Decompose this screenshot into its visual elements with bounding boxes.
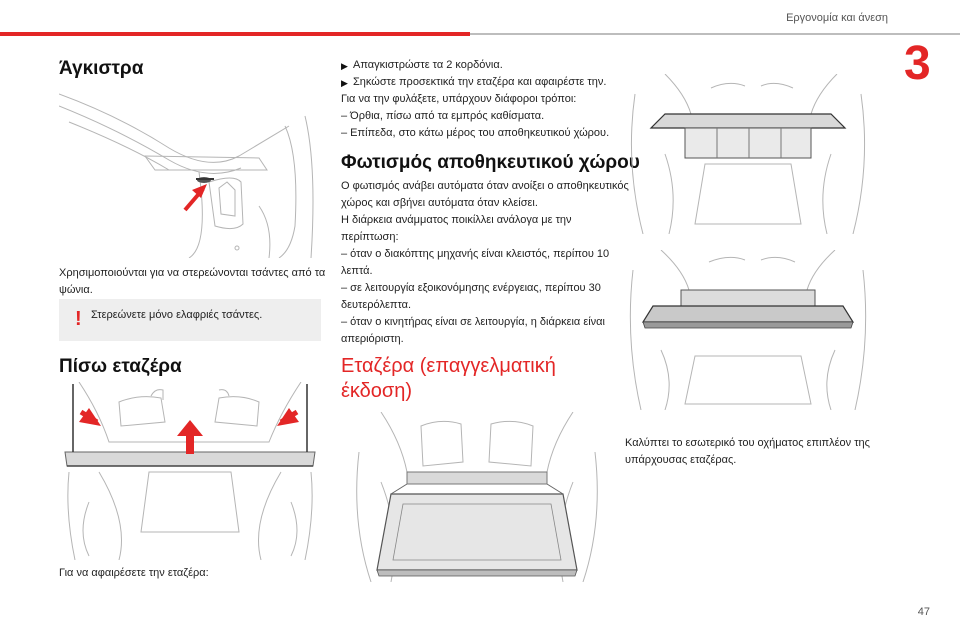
step-1: ▶ Απαγκιστρώστε τα 2 κορδόνια. [341,57,503,75]
header-rule [470,33,960,35]
pro-shelf-heading: Εταζέρα (επαγγελματική έκδοση) [341,354,556,404]
storage-option-2: – Επίπεδα, στο κάτω μέρος του αποθηκευτι… [341,127,610,139]
rear-shelf-heading: Πίσω εταζέρα [59,356,182,377]
lighting-line-2: χώρος και σβήνει αυτόματα όταν κλείσει. [341,197,538,209]
step-1-text: Απαγκιστρώστε τα 2 κορδόνια. [353,59,503,71]
lighting-line-4: περίπτωση: [341,231,399,243]
warning-text: Στερεώνετε μόνο ελαφριές τσάντες. [91,309,263,321]
cargo-cover-top-illustration [630,74,866,234]
section-title: Εργονομία και άνεση [786,12,888,24]
hooks-text-line-2: ψώνια. [59,284,93,296]
step-2: ▶ Σηκώστε προσεκτικά την εταζέρα και αφα… [341,74,606,92]
cargo-cover-bottom-illustration [629,250,867,410]
lighting-line-3: Η διάρκεια ανάμματος ποικίλλει ανάλογα μ… [341,214,572,226]
rear-shelf-illustration [64,382,316,560]
warning-box: ! Στερεώνετε μόνο ελαφριές τσάντες. [59,299,321,341]
warning-exclamation-icon: ! [75,308,82,330]
step-arrow-icon: ▶ [341,61,348,71]
shelf-remove-intro: Για να αφαιρέσετε την εταζέρα: [59,567,209,579]
pro-shelf-heading-line-2: έκδοση) [341,380,413,402]
lighting-line-7: – σε λειτουργία εξοικονόμησης ενέργειας,… [341,282,601,294]
lighting-heading: Φωτισμός αποθηκευτικού χώρου [341,152,640,173]
lighting-line-1: Ο φωτισμός ανάβει αυτόματα όταν ανοίξει … [341,180,629,192]
lighting-line-10: απεριόριστη. [341,333,404,345]
pro-shelf-illustration [356,412,598,582]
pro-shelf-heading-line-1: Εταζέρα (επαγγελματική [341,355,556,377]
step-arrow-icon: ▶ [341,78,348,88]
lighting-line-8: δευτερόλεπτα. [341,299,412,311]
lighting-line-9: – όταν ο κινητήρας είναι σε λειτουργία, … [341,316,605,328]
lighting-line-5: – όταν ο διακόπτης μηχανής είναι κλειστό… [341,248,610,260]
cargo-cover-caption-line-2: υπάρχουσας εταζέρας. [625,454,737,466]
lighting-line-6: λεπτά. [341,265,373,277]
header-accent-bar [0,32,470,36]
cargo-cover-caption-line-1: Καλύπτει το εσωτερικό του οχήματος επιπλ… [625,437,870,449]
storage-intro: Για να την φυλάξετε, υπάρχουν διάφοροι τ… [341,93,577,105]
storage-option-1: – Όρθια, πίσω από τα εμπρός καθίσματα. [341,110,545,122]
hooks-illustration [59,93,314,258]
hooks-text-line-1: Χρησιμοποιούνται για να στερεώνονται τσά… [59,267,326,279]
step-2-text: Σηκώστε προσεκτικά την εταζέρα και αφαιρ… [353,76,607,88]
page-number: 47 [917,606,930,618]
chapter-number: 3 [904,37,931,90]
hooks-heading: Άγκιστρα [59,58,144,79]
